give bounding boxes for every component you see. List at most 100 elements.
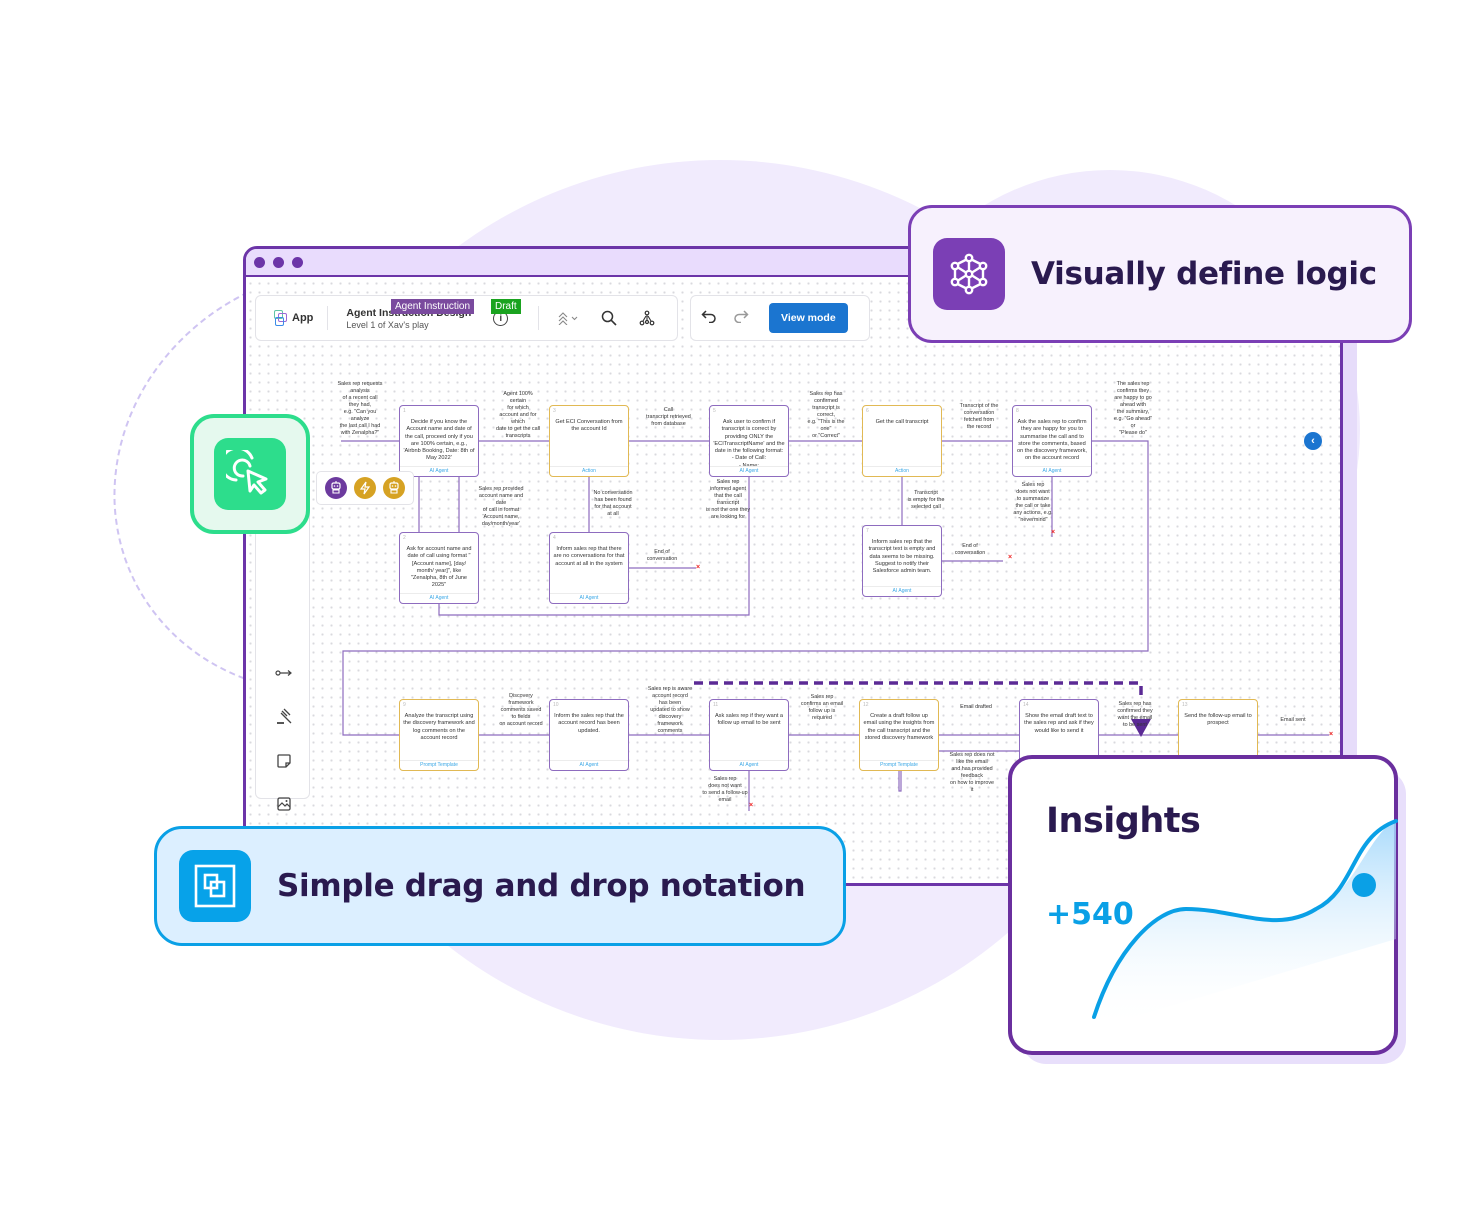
feature-card-drag-drop: Simple drag and drop notation <box>154 826 846 946</box>
flow-node-number: 11 <box>713 702 719 708</box>
collapse-panel-button[interactable]: ‹ <box>1304 432 1322 450</box>
flow-node-text: Ask user to confirm if transcript is cor… <box>713 419 785 469</box>
flow-node-type: AI Agent <box>1013 466 1091 476</box>
flow-node-text: Ask the sales rep to confirm they are ha… <box>1017 419 1087 462</box>
flow-node-number: 13 <box>1182 702 1188 708</box>
flow-node-text: Inform sales rep that there are no conve… <box>553 546 625 567</box>
badge-draft-status: Draft <box>491 299 521 314</box>
window-dot-minimize[interactable] <box>273 256 284 268</box>
app-label: App <box>292 312 314 324</box>
flow-node-type: AI Agent <box>400 593 478 603</box>
flow-edge <box>438 477 750 616</box>
flow-node-number: 12 <box>863 702 869 708</box>
flow-node-type: Action <box>550 466 628 476</box>
sparkline-endpoint <box>1352 873 1376 897</box>
flow-node-type: AI Agent <box>710 760 788 770</box>
flow-node-type: AI Agent <box>710 466 788 476</box>
robot-icon[interactable] <box>383 477 406 499</box>
end-marker-icon: × <box>1008 554 1013 561</box>
edge-label: End of conversation <box>954 543 986 557</box>
image-icon[interactable] <box>274 794 294 814</box>
undo-icon[interactable] <box>701 309 717 327</box>
network-icon <box>933 238 1005 310</box>
click-cursor-icon <box>214 438 286 510</box>
app-brand[interactable]: App <box>256 306 329 330</box>
flow-node-type: AI Agent <box>550 593 628 603</box>
flow-node-text: Ask for account name and date of call us… <box>406 546 472 589</box>
flow-node-number: 6 <box>866 408 869 414</box>
edge-label: Transcript is empty for the selected cal… <box>907 490 945 511</box>
flow-node-text: Send the follow-up email to prospect <box>1184 713 1252 727</box>
sticky-note-icon[interactable] <box>274 751 294 771</box>
flow-node-number: 2 <box>403 535 406 541</box>
insights-card: Insights +540 <box>1008 755 1398 1055</box>
flow-node-text: Get ECI Conversation from the account Id <box>555 419 623 433</box>
edge-label: Agent 100% certain for which account and… <box>495 391 541 440</box>
flow-node-text: Decide if you know the Account name and … <box>403 419 475 462</box>
edge-label: Sales rep informed agent that the call t… <box>705 479 751 521</box>
flow-node-text: Ask sales rep if they want a follow up e… <box>714 713 784 727</box>
page-subtitle: Level 1 of Xav's play <box>346 319 429 330</box>
insights-title: Insights <box>1046 801 1201 841</box>
flow-node-type: Prompt Template <box>400 760 478 770</box>
flow-node-text: Get the call transcript <box>875 419 929 425</box>
flow-node-type: AI Agent <box>400 466 478 476</box>
end-marker-icon: × <box>1051 529 1056 536</box>
view-mode-button[interactable]: View mode <box>769 303 848 333</box>
collapse-levels-icon[interactable] <box>557 311 579 325</box>
window-dot-maximize[interactable] <box>292 256 303 268</box>
flow-node-number: 10 <box>553 702 559 708</box>
sparkline-line <box>1092 819 1398 1019</box>
robot-icon[interactable] <box>324 477 347 499</box>
drag-path-indicator <box>694 681 1143 699</box>
redo-icon[interactable] <box>733 309 749 327</box>
flow-node-number: 4 <box>553 535 556 541</box>
flow-node-type: AI Agent <box>863 586 941 596</box>
flow-node-type: AI Agent <box>550 760 628 770</box>
node-palette <box>316 471 414 505</box>
search-icon[interactable] <box>601 310 617 326</box>
edge-label: Sales rep has confirmed they want the em… <box>1117 701 1153 729</box>
flow-node-text: Inform the sales rep that the account re… <box>554 713 624 734</box>
drop-arrow-icon <box>1131 719 1151 737</box>
edge-label: Sales rep has confirmed transcript is co… <box>807 391 845 440</box>
lightning-icon[interactable] <box>353 477 376 499</box>
flow-node-text: Inform sales rep that the transcript tex… <box>868 539 936 575</box>
insights-sparkline <box>1092 819 1398 1029</box>
edge-label: The sales rep confirms they are happy to… <box>1114 381 1152 437</box>
edge-label: No conversation has been found for that … <box>593 490 633 518</box>
flow-node-number: 5 <box>713 408 716 414</box>
tree-structure-icon[interactable] <box>639 310 655 326</box>
badge-agent-instruction: Agent Instruction <box>391 299 475 314</box>
sparkline-area <box>1094 819 1396 1029</box>
toolbar-divider <box>538 306 539 330</box>
feature-card-click <box>190 414 310 534</box>
end-marker-icon: × <box>696 564 701 571</box>
flow-edge <box>342 440 1149 736</box>
flow-node-text: Show the email draft text to the sales r… <box>1024 713 1094 734</box>
edge-label: Transcript of the conversation fetched f… <box>959 403 999 431</box>
flow-node-type: Prompt Template <box>860 760 938 770</box>
flow-edge <box>898 750 1019 792</box>
flow-node-number: 9 <box>403 702 406 708</box>
flow-node-number: 7 <box>866 528 869 534</box>
flow-node-number: 1 <box>403 408 406 414</box>
edge-label: Sales rep requests analysis of a recent … <box>337 381 383 437</box>
connector-icon[interactable] <box>274 663 294 683</box>
flow-node-number: 8 <box>1016 408 1019 414</box>
edge-label: Sales rep confirms an email follow up is… <box>800 694 844 722</box>
window-dot-close[interactable] <box>254 256 265 268</box>
gavel-icon[interactable] <box>274 707 294 727</box>
